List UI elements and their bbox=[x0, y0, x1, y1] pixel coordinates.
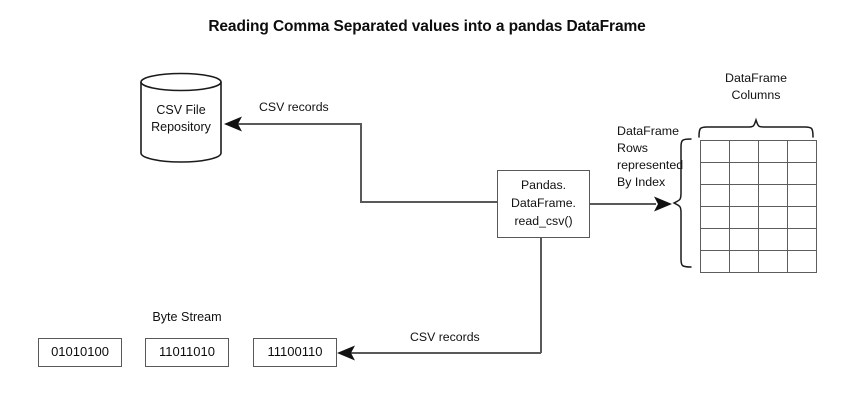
table-row bbox=[700, 162, 817, 185]
dataframe-rows-label: DataFrame Rows represented By Index bbox=[617, 123, 709, 191]
pandas-read-csv-box bbox=[497, 170, 590, 238]
table-row bbox=[700, 206, 817, 229]
table-cell bbox=[729, 228, 759, 251]
table-cell bbox=[729, 206, 759, 229]
dataframe-table bbox=[700, 140, 817, 273]
csv-file-repository-cylinder bbox=[140, 72, 222, 163]
repository-line-1: CSV File bbox=[156, 103, 206, 117]
edge-right-horizontal bbox=[590, 203, 656, 205]
repository-line-2: Repository bbox=[151, 120, 211, 134]
columns-brace-icon bbox=[698, 117, 814, 143]
edge-bottom-vertical bbox=[540, 238, 542, 353]
edge-top-horizontal-2 bbox=[360, 201, 499, 203]
table-row bbox=[700, 250, 817, 273]
table-cell bbox=[758, 140, 788, 163]
table-cell bbox=[787, 250, 817, 273]
table-row bbox=[700, 228, 817, 251]
edge-top-label: CSV records bbox=[259, 100, 329, 114]
edge-top-arrowhead-icon bbox=[224, 115, 244, 138]
edge-top-horizontal bbox=[238, 123, 362, 125]
dataframe-table-body bbox=[700, 140, 817, 273]
table-cell bbox=[700, 206, 730, 229]
table-cell bbox=[787, 140, 817, 163]
table-cell bbox=[729, 250, 759, 273]
byte-box: 11100110 bbox=[253, 338, 337, 367]
table-cell bbox=[700, 250, 730, 273]
table-cell bbox=[787, 162, 817, 185]
pandas-line-3: read_csv() bbox=[514, 214, 573, 228]
byte-box: 01010100 bbox=[38, 338, 122, 367]
table-cell bbox=[700, 184, 730, 207]
table-cell bbox=[700, 140, 730, 163]
table-cell bbox=[729, 162, 759, 185]
rows-line-4: By Index bbox=[617, 175, 666, 189]
table-cell bbox=[787, 206, 817, 229]
rows-line-2: Rows bbox=[617, 141, 648, 155]
table-cell bbox=[758, 250, 788, 273]
pandas-line-2: DataFrame. bbox=[511, 196, 576, 210]
columns-line-1: DataFrame bbox=[725, 71, 787, 85]
rows-line-1: DataFrame bbox=[617, 124, 679, 138]
table-cell bbox=[729, 184, 759, 207]
table-cell bbox=[729, 140, 759, 163]
table-cell bbox=[700, 162, 730, 185]
table-cell bbox=[787, 184, 817, 207]
pandas-line-1: Pandas. bbox=[520, 178, 567, 192]
table-cell bbox=[787, 228, 817, 251]
table-row bbox=[700, 140, 817, 163]
rows-line-3: represented bbox=[617, 158, 684, 172]
byte-stream-label: Byte Stream bbox=[152, 310, 222, 324]
edge-right-arrowhead-icon bbox=[653, 195, 673, 218]
table-cell bbox=[700, 228, 730, 251]
page-title: Reading Comma Separated values into a pa… bbox=[208, 18, 646, 35]
table-cell bbox=[758, 228, 788, 251]
dataframe-columns-label: DataFrame Columns bbox=[690, 70, 822, 104]
columns-line-2: Columns bbox=[731, 88, 781, 102]
edge-top-vertical bbox=[360, 123, 362, 202]
csv-file-repository-label: CSV File Repository bbox=[140, 102, 222, 136]
table-row bbox=[700, 184, 817, 207]
byte-box: 11011010 bbox=[145, 338, 229, 367]
edge-bottom-label: CSV records bbox=[410, 330, 480, 344]
rows-brace-icon bbox=[672, 138, 692, 274]
table-cell bbox=[758, 184, 788, 207]
table-cell bbox=[758, 206, 788, 229]
pandas-read-csv-label: Pandas. DataFrame. read_csv() bbox=[497, 176, 590, 230]
table-cell bbox=[758, 162, 788, 185]
edge-bottom-arrowhead-icon bbox=[337, 344, 357, 367]
edge-bottom-horizontal bbox=[351, 352, 541, 354]
